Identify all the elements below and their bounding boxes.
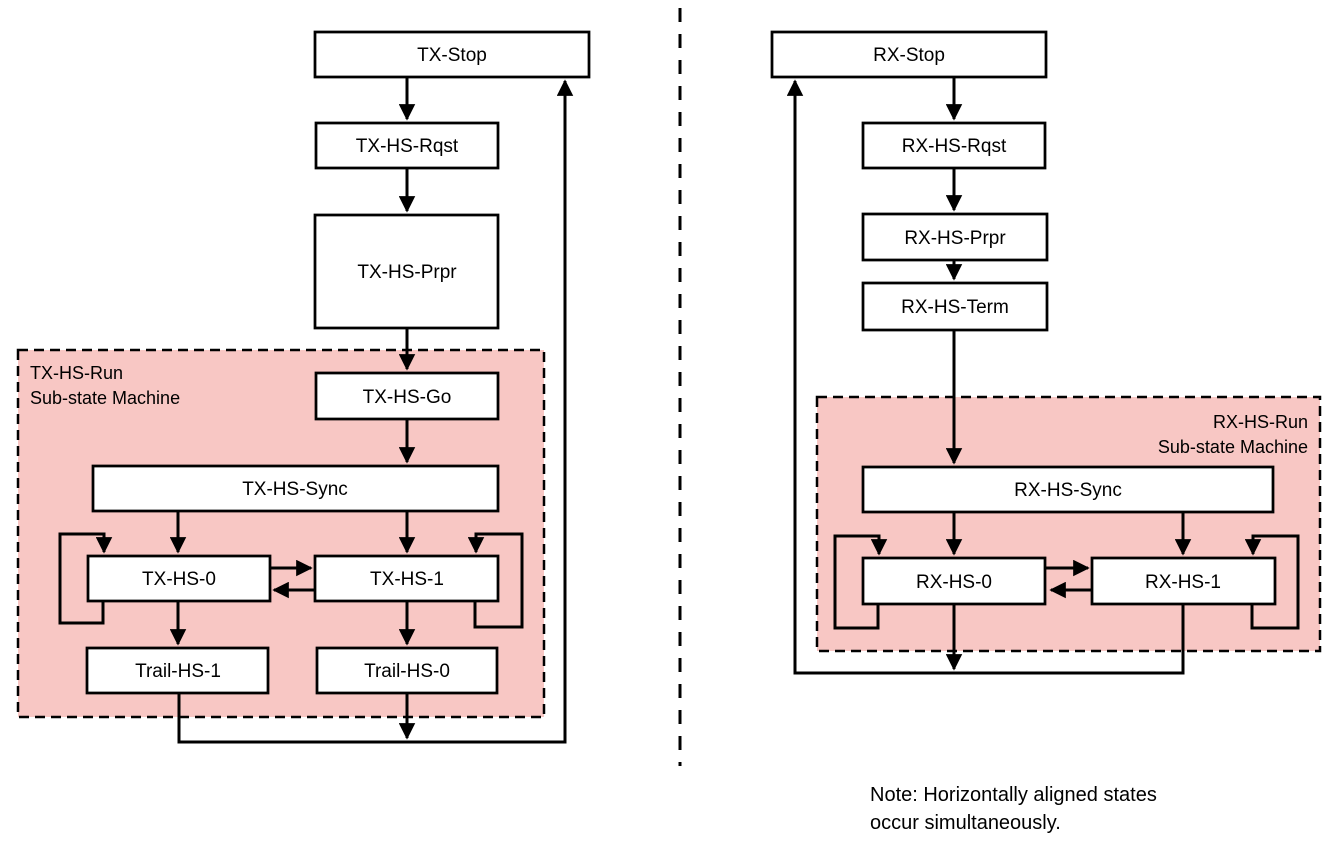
- state-rx-hs-0: RX-HS-0: [861, 556, 1047, 606]
- self-loop-tx-hs-0: [58, 532, 113, 625]
- note-line1: Note: Horizontally aligned states: [870, 784, 1157, 806]
- state-rx-hs-prpr-label: RX-HS-Prpr: [904, 228, 1006, 249]
- self-loop-rx-hs-1: [1244, 534, 1300, 630]
- note: Note: Horizontally aligned states occur …: [870, 784, 1157, 834]
- self-loop-tx-hs-1: [467, 532, 524, 629]
- tx-hs-run-region-label-line2: Sub-state Machine: [30, 388, 180, 408]
- state-tx-hs-1-label: TX-HS-1: [370, 569, 444, 590]
- state-rx-hs-rqst: RX-HS-Rqst: [861, 121, 1047, 170]
- state-trail-hs-1-box: [85, 646, 270, 695]
- state-tx-hs-go-box: [314, 371, 500, 421]
- state-tx-hs-sync-label: TX-HS-Sync: [242, 479, 348, 500]
- self-loop-rx-hs-0: [833, 534, 888, 630]
- state-tx-hs-0-box: [86, 554, 272, 603]
- state-rx-stop-label: RX-Stop: [873, 45, 945, 66]
- state-tx-hs-sync: TX-HS-Sync: [91, 464, 500, 513]
- state-rx-hs-prpr: RX-HS-Prpr: [861, 212, 1049, 262]
- rx-hs-run-region-label-line2: Sub-state Machine: [1158, 437, 1308, 457]
- state-rx-hs-rqst-box: [861, 121, 1047, 170]
- state-rx-hs-1-label: RX-HS-1: [1145, 572, 1221, 593]
- state-tx-hs-0: TX-HS-0: [86, 554, 272, 603]
- state-tx-hs-sync-box: [91, 464, 500, 513]
- state-rx-hs-sync-label: RX-HS-Sync: [1014, 480, 1122, 501]
- rx-hs-run-region-label-line1: RX-HS-Run: [1213, 412, 1308, 432]
- state-rx-hs-1-box: [1090, 556, 1277, 606]
- note-line2: occur simultaneously.: [870, 812, 1061, 834]
- state-rx-hs-prpr-box: [861, 212, 1049, 262]
- state-tx-hs-go-label: TX-HS-Go: [363, 387, 452, 408]
- state-tx-hs-1: TX-HS-1: [313, 554, 500, 603]
- state-rx-stop-box: [770, 30, 1048, 79]
- state-tx-hs-go: TX-HS-Go: [314, 371, 500, 421]
- state-tx-hs-prpr: TX-HS-Prpr: [313, 213, 500, 330]
- state-trail-hs-0-label: Trail-HS-0: [364, 661, 450, 682]
- state-rx-hs-rqst-label: RX-HS-Rqst: [902, 136, 1007, 157]
- state-trail-hs-0-box: [315, 646, 499, 695]
- state-tx-stop-box: [313, 30, 591, 79]
- state-trail-hs-1-label: Trail-HS-1: [135, 661, 221, 682]
- rx-hs-run-region: RX-HS-Run Sub-state Machine: [815, 395, 1322, 653]
- state-rx-hs-0-label: RX-HS-0: [916, 572, 992, 593]
- state-tx-hs-0-label: TX-HS-0: [142, 569, 216, 590]
- state-rx-hs-term: RX-HS-Term: [861, 281, 1049, 332]
- state-trail-hs-1: Trail-HS-1: [85, 646, 270, 695]
- state-rx-hs-0-box: [861, 556, 1047, 606]
- state-tx-hs-rqst-label: TX-HS-Rqst: [356, 136, 459, 157]
- state-rx-hs-sync: RX-HS-Sync: [861, 465, 1275, 514]
- return-path-rx-hs-1-to-rx-stop: [786, 79, 1185, 675]
- state-trail-hs-0: Trail-HS-0: [315, 646, 499, 695]
- state-tx-hs-prpr-label: TX-HS-Prpr: [357, 262, 457, 283]
- state-rx-hs-1: RX-HS-1: [1090, 556, 1277, 606]
- return-path-trail-hs-1-to-tx-stop: [177, 79, 574, 744]
- state-rx-hs-sync-box: [861, 465, 1275, 514]
- state-tx-stop: TX-Stop: [313, 30, 591, 79]
- state-tx-hs-1-box: [313, 554, 500, 603]
- state-rx-hs-term-label: RX-HS-Term: [901, 297, 1009, 318]
- state-rx-stop: RX-Stop: [770, 30, 1048, 79]
- rx-hs-run-region-box: [815, 395, 1322, 653]
- state-tx-stop-label: TX-Stop: [417, 45, 487, 66]
- state-rx-hs-term-box: [861, 281, 1049, 332]
- state-tx-hs-rqst-box: [314, 121, 500, 170]
- state-tx-hs-rqst: TX-HS-Rqst: [314, 121, 500, 170]
- state-tx-hs-prpr-box: [313, 213, 500, 330]
- tx-hs-run-region-label-line1: TX-HS-Run: [30, 363, 123, 383]
